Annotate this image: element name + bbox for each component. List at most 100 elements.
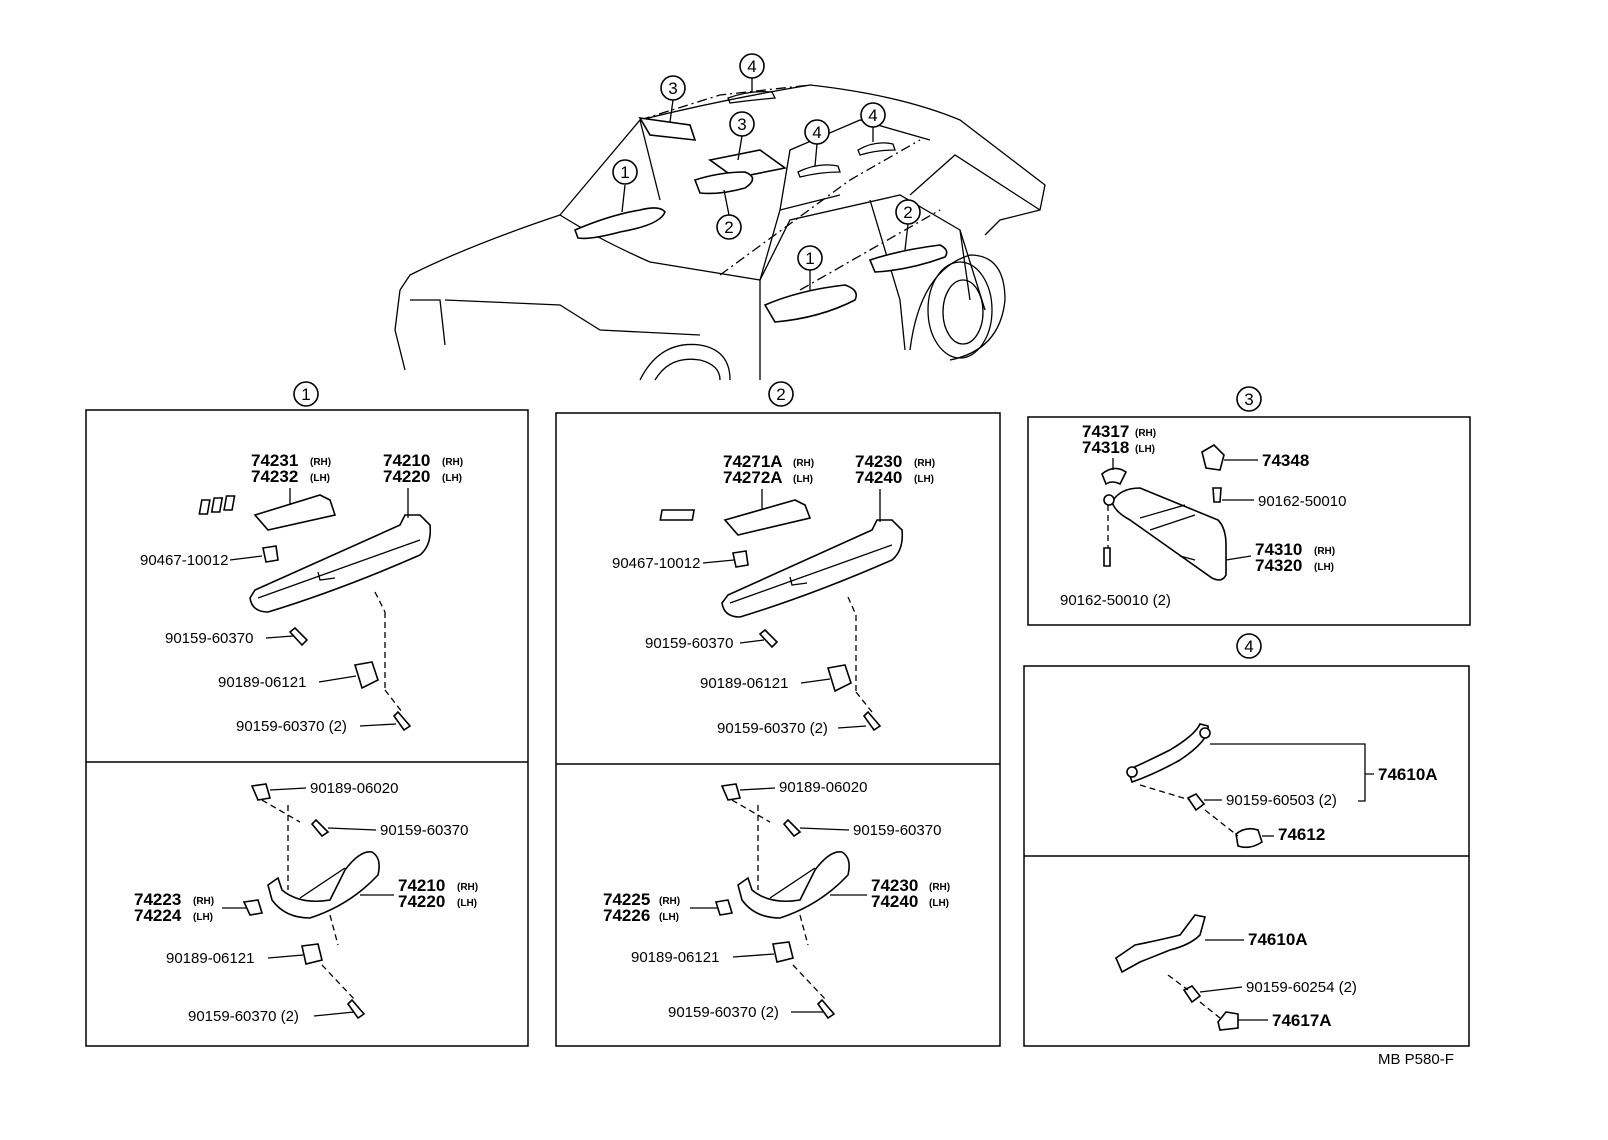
callout-2a: 2 bbox=[716, 214, 742, 240]
label-90162b: 90162-50010 (2) bbox=[1060, 592, 1171, 609]
label-74224: 74224 bbox=[134, 906, 182, 925]
svg-text:1: 1 bbox=[620, 163, 629, 182]
label-74220-lower-side: (LH) bbox=[457, 898, 477, 909]
switch-bezel-74271A bbox=[723, 499, 812, 536]
label-90162a: 90162-50010 bbox=[1258, 493, 1346, 510]
label-74612: 74612 bbox=[1278, 825, 1325, 844]
label-74220: 74220 bbox=[383, 467, 430, 486]
label-74232: 74232 bbox=[251, 467, 298, 486]
svg-text:4: 4 bbox=[812, 123, 821, 142]
label-74223-side: (RH) bbox=[193, 896, 214, 907]
label-90189-lower: 90189-06121 bbox=[166, 950, 254, 967]
switch-bezel-74231 bbox=[253, 494, 337, 531]
label-90159a: 90159-60370 bbox=[165, 630, 253, 647]
label-74230-side: (RH) bbox=[914, 458, 935, 469]
svg-text:1: 1 bbox=[805, 249, 814, 268]
label-90467-p2: 90467-10012 bbox=[612, 555, 700, 572]
car-overview-illustration bbox=[394, 78, 1046, 381]
clip-90467 bbox=[262, 545, 279, 563]
svg-text:4: 4 bbox=[747, 57, 756, 76]
label-90159-60254: 90159-60254 (2) bbox=[1246, 979, 1357, 996]
label-90159b: 90159-60370 (2) bbox=[236, 718, 347, 735]
panel-1-marker bbox=[293, 381, 319, 407]
armrest-74210 bbox=[249, 514, 432, 613]
screw-90159-lower-b-p2 bbox=[816, 998, 836, 1020]
label-74226-side: (LH) bbox=[659, 912, 679, 923]
screw-90162b bbox=[1103, 547, 1111, 567]
clip-90189-p2 bbox=[826, 664, 852, 693]
cap-74612 bbox=[1235, 827, 1263, 849]
label-90159-lower-b: 90159-60370 (2) bbox=[188, 1008, 299, 1025]
label-74220-side: (LH) bbox=[442, 473, 462, 484]
holder-74348 bbox=[1201, 443, 1225, 471]
label-74271A-side: (RH) bbox=[793, 458, 814, 469]
panel-3-marker-label: 3 bbox=[1244, 390, 1253, 409]
label-90189-06020-p2: 90189-06020 bbox=[779, 779, 867, 796]
label-90159b-p2: 90159-60370 (2) bbox=[717, 720, 828, 737]
label-90189: 90189-06121 bbox=[218, 674, 306, 691]
label-74230-lower-side: (RH) bbox=[929, 882, 950, 893]
label-74610A-lower: 74610A bbox=[1248, 930, 1308, 949]
label-74223: 74223 bbox=[134, 890, 181, 909]
label-90159-lower: 90159-60370 bbox=[380, 822, 468, 839]
callout-4a: 4 bbox=[739, 53, 765, 79]
label-74210: 74210 bbox=[383, 451, 430, 470]
label-90467: 90467-10012 bbox=[140, 552, 228, 569]
armrest-74230 bbox=[721, 519, 904, 618]
label-90189-p2: 90189-06121 bbox=[700, 675, 788, 692]
label-74220-lower: 74220 bbox=[398, 892, 445, 911]
label-74610A-upper: 74610A bbox=[1378, 765, 1438, 784]
label-74617A: 74617A bbox=[1272, 1011, 1332, 1030]
panel-4: 4 74610A 90159-60503 (2) 74612 74610A 90… bbox=[1023, 633, 1470, 1047]
screw-90162a bbox=[1212, 487, 1222, 503]
label-90159-lower-p2: 90159-60370 bbox=[853, 822, 941, 839]
label-74320: 74320 bbox=[1255, 556, 1302, 575]
clip-90189-lower bbox=[301, 943, 323, 965]
panel-1-frame bbox=[85, 409, 529, 1047]
assist-grip-74610A bbox=[1127, 723, 1209, 784]
screw-90159-60503 bbox=[1186, 792, 1206, 812]
overview-callouts: 1 3 4 3 4 4 2 1 2 bbox=[612, 53, 921, 271]
screw-90159b-p2 bbox=[862, 710, 882, 732]
label-74318-side: (LH) bbox=[1135, 444, 1155, 455]
label-74210-lower-side: (RH) bbox=[457, 882, 478, 893]
panel-2: 2 74271A (RH) 74272A (LH) 74230 (RH) 742… bbox=[555, 381, 1001, 1047]
screw-90159-lower bbox=[310, 818, 330, 838]
label-74240-side: (LH) bbox=[914, 474, 934, 485]
label-74230: 74230 bbox=[855, 452, 902, 471]
screw-90159a bbox=[288, 626, 309, 647]
clip-90189 bbox=[353, 661, 379, 690]
label-74317: 74317 bbox=[1082, 422, 1129, 441]
label-74231: 74231 bbox=[251, 451, 298, 470]
panel-3-marker bbox=[1236, 386, 1262, 412]
panel-1-marker-label: 1 bbox=[301, 385, 310, 404]
callout-4c: 4 bbox=[860, 102, 886, 128]
label-90189-06020: 90189-06020 bbox=[310, 780, 398, 797]
label-74232-side: (LH) bbox=[310, 473, 330, 484]
grip-74610A-lower bbox=[1115, 914, 1207, 974]
grip-74210-lower bbox=[267, 851, 380, 919]
svg-text:3: 3 bbox=[668, 79, 677, 98]
label-74210-side: (RH) bbox=[442, 457, 463, 468]
clip-74617A bbox=[1217, 1011, 1239, 1031]
label-74230-lower: 74230 bbox=[871, 876, 918, 895]
screw-90159b bbox=[392, 710, 412, 732]
label-74240-lower: 74240 bbox=[871, 892, 918, 911]
label-74272A: 74272A bbox=[723, 468, 783, 487]
panel-4-marker-label: 4 bbox=[1244, 637, 1253, 656]
label-74320-side: (LH) bbox=[1314, 562, 1334, 573]
sunvisor-74310 bbox=[1111, 487, 1227, 581]
callout-1b: 1 bbox=[797, 245, 823, 271]
panel-1: 1 74231 (RH) 74232 (LH) 74210 (RH) 74220… bbox=[85, 381, 529, 1047]
grip-74230-lower bbox=[737, 851, 850, 919]
label-74317-side: (RH) bbox=[1135, 428, 1156, 439]
label-74348: 74348 bbox=[1262, 451, 1309, 470]
cap-74225 bbox=[714, 899, 734, 916]
panel-2-frame bbox=[555, 412, 1001, 1047]
panel-3: 3 74317 (RH) 74318 (LH) 74348 90162-5001… bbox=[1027, 386, 1471, 626]
label-74272A-side: (LH) bbox=[793, 474, 813, 485]
clip-90189-06020 bbox=[250, 783, 272, 801]
svg-text:2: 2 bbox=[724, 218, 733, 237]
drawing-code: MB P580-F bbox=[1378, 1051, 1454, 1068]
